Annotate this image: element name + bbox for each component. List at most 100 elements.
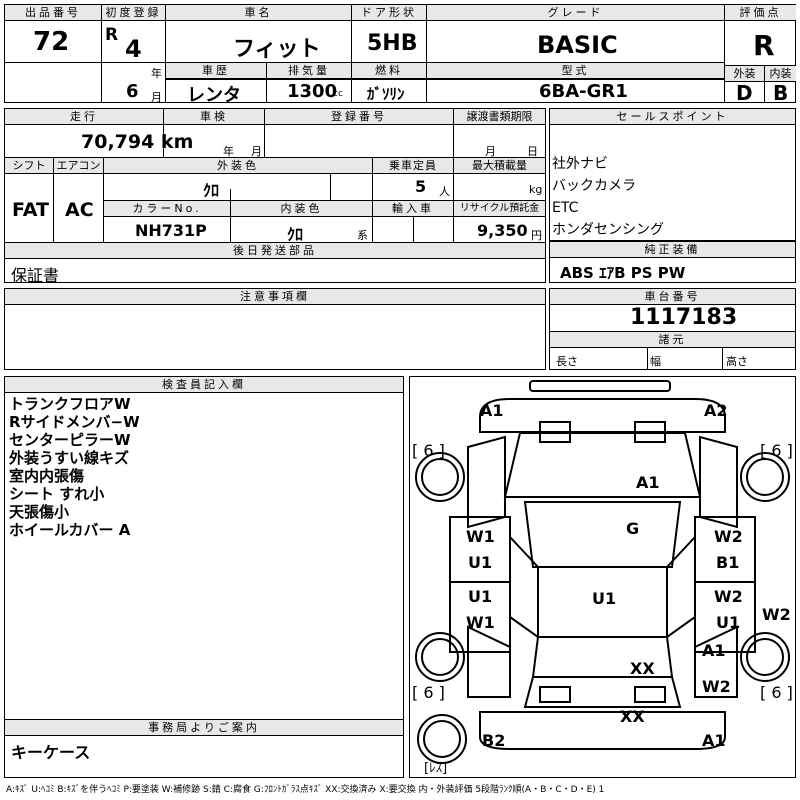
- int-color: ｸﾛ: [287, 225, 304, 244]
- interior-score: B: [773, 81, 789, 105]
- reg-year: 4: [125, 35, 142, 63]
- spec-label: 諸元: [550, 331, 795, 348]
- capacity: 5: [415, 177, 427, 196]
- model-label: 型式: [427, 63, 724, 79]
- ext-color-label: 外装色: [104, 158, 372, 174]
- displacement: 1300: [287, 81, 338, 102]
- spec-width: 幅: [650, 355, 661, 368]
- door-type: 5HB: [367, 31, 418, 56]
- int-color-label: 内装色: [231, 201, 372, 217]
- tire-mark: [ 6 ]: [760, 683, 793, 702]
- spec-length: 長さ: [556, 355, 578, 368]
- score-label: 評価点: [725, 5, 796, 21]
- mileage-label: 走行: [5, 109, 163, 125]
- sales-point-item: ホンダセンシング: [552, 222, 664, 238]
- damage-mark: A1: [636, 473, 660, 492]
- damage-mark: U1: [592, 589, 617, 608]
- damage-mark: B2: [482, 731, 506, 750]
- damage-mark: U1: [468, 587, 493, 606]
- transfer-label: 譲渡書類期限: [454, 109, 545, 125]
- damage-mark: W2: [702, 677, 731, 696]
- inspection-year: 年: [223, 145, 234, 158]
- displacement-unit: cc: [333, 89, 343, 99]
- max-load-unit: kg: [529, 183, 543, 196]
- equipment-label: 純正装備: [550, 242, 795, 258]
- max-load-label: 最大積載量: [454, 158, 545, 174]
- tire-mark: [ 6 ]: [412, 683, 445, 702]
- sales-point-item: バックカメラ: [552, 178, 636, 194]
- color-no: NH731P: [135, 221, 207, 240]
- tire-mark: [ 6 ]: [412, 441, 445, 460]
- notes-label: 注意事項欄: [5, 289, 545, 305]
- details-block: 走行 70,794 km 車検 年 月 登録番号 譲渡書類期限 月 日 シフト …: [4, 108, 546, 285]
- reg-no-label: 登録番号: [265, 109, 453, 125]
- shift-label: シフト: [5, 158, 53, 174]
- damage-mark: W1: [466, 527, 495, 546]
- sales-point-item: ETC: [552, 200, 579, 216]
- office-value: キーケース: [11, 743, 91, 762]
- spec-height: 高さ: [726, 355, 748, 368]
- transfer-day: 日: [527, 145, 538, 158]
- inspector-item: ホイールカバー A: [9, 521, 131, 539]
- car-name-label: 車名: [166, 5, 351, 21]
- grade-label: グレード: [427, 5, 724, 21]
- aircon-label: エアコン: [54, 158, 103, 174]
- inspection-month: 月: [251, 145, 262, 158]
- damage-mark: W1: [466, 613, 495, 632]
- shift: FAT: [12, 199, 49, 221]
- inspector-item: センターピラーW: [9, 431, 131, 449]
- lot-number: 72: [33, 27, 70, 57]
- chassis-block: 車台番号 1117183 諸元 長さ 幅 高さ: [549, 288, 796, 370]
- recycle-label: リサイクル預託金: [454, 201, 545, 217]
- inspector-item: 天張傷小: [9, 503, 70, 521]
- history-label: 車歴: [166, 63, 266, 79]
- later-parts: 保証書: [11, 266, 60, 285]
- damage-mark: A1: [480, 401, 504, 420]
- era: R: [105, 25, 119, 45]
- equipment-value: ABS ｴｱB PS PW: [560, 264, 686, 282]
- notes-block: 注意事項欄: [4, 288, 546, 370]
- damage-mark: W2: [714, 527, 743, 546]
- inspector-label: 検査員記入欄: [5, 377, 403, 393]
- chassis-label: 車台番号: [550, 289, 795, 305]
- lot-no-label: 出品番号: [5, 5, 101, 21]
- damage-mark: G: [626, 519, 640, 538]
- month-unit: 月: [151, 91, 162, 104]
- ext-color: ｸﾛ: [203, 181, 220, 200]
- mileage: 70,794 km: [81, 131, 194, 153]
- damage-mark: A1: [702, 731, 726, 750]
- inspector-item: トランクフロアW: [9, 395, 131, 413]
- chassis-number: 1117183: [630, 305, 738, 330]
- door-label: ドア形状: [352, 5, 426, 21]
- damage-mark: XX: [630, 659, 655, 678]
- damage-mark: A1: [702, 641, 726, 660]
- sales-points-label: セールスポイント: [550, 109, 795, 125]
- first-reg-label: 初度登録: [102, 5, 165, 21]
- score: R: [753, 29, 775, 62]
- int-color-suffix: 系: [357, 229, 368, 242]
- damage-mark: A2: [704, 401, 728, 420]
- recycle-deposit: 9,350: [477, 221, 528, 240]
- damage-mark: U1: [468, 553, 493, 572]
- damage-mark: W2: [714, 587, 743, 606]
- inspector-list: トランクフロアW Rサイドメンバ−W センターピラーW 外装うすい線キズ 室内内…: [9, 395, 140, 539]
- inspector-block: 検査員記入欄 トランクフロアW Rサイドメンバ−W センターピラーW 外装うすい…: [4, 376, 404, 778]
- later-parts-label: 後日発送部品: [5, 243, 545, 259]
- header-block: 出品番号 72 初度登録 R 4 年 6 月 車名 フィット ドア形状 5HB …: [4, 4, 796, 106]
- spare-tire-mark: [ﾚｽ]: [424, 761, 448, 776]
- reg-month: 6: [126, 81, 139, 102]
- damage-mark: XX: [620, 707, 645, 726]
- tire-mark: [ 6 ]: [760, 441, 793, 460]
- car-outline-drawing: [415, 380, 790, 764]
- damage-mark: U1: [716, 613, 741, 632]
- sales-point-item: 社外ナビ: [552, 156, 608, 172]
- inspector-item: シート すれ小: [9, 485, 105, 503]
- damage-legend: A:ｷｽﾞ U:ﾍｺﾐ B:ｷｽﾞを伴うﾍｺﾐ P:要塗装 W:補修跡 S:錆 …: [6, 785, 605, 795]
- damage-mark: W2: [762, 605, 791, 624]
- grade: BASIC: [537, 31, 618, 59]
- exterior-score: D: [736, 81, 753, 105]
- damage-mark: B1: [716, 553, 740, 572]
- car-diagram: [ 6 ] [ 6 ] [ 6 ] [ 6 ] [ﾚｽ] A1 A2 A1 G …: [409, 376, 796, 778]
- transfer-month: 月: [485, 145, 496, 158]
- history: レンタ: [187, 85, 241, 106]
